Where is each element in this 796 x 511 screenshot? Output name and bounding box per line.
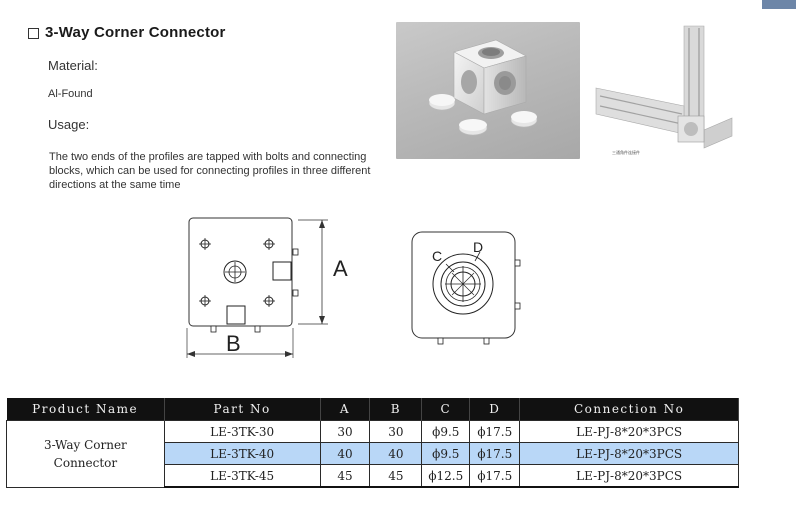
spec-table-container: Product Name Part No A B C D Connection …	[6, 398, 739, 488]
header-b: B	[369, 398, 423, 421]
product-name-cell: 3-Way Corner Connector	[6, 420, 165, 488]
frame-photo-caption: 三通角件连接件	[612, 150, 640, 155]
dimension-c-label: C	[432, 248, 443, 264]
c-cell: ϕ9.5	[421, 420, 471, 443]
header-part-no: Part No	[164, 398, 321, 421]
assembled-frame-photo: 三通角件连接件	[592, 22, 756, 159]
material-label: Material:	[48, 58, 98, 73]
page-title: 3-Way Corner Connector	[45, 24, 226, 41]
table-header-row: Product Name Part No A B C D Connection …	[6, 398, 739, 421]
c-cell: ϕ12.5	[421, 464, 471, 488]
header-d: D	[469, 398, 521, 421]
front-view-drawing: A B	[180, 214, 350, 359]
connection-cell: LE-PJ-8*20*3PCS	[519, 420, 739, 443]
header-a: A	[320, 398, 371, 421]
connection-cell: LE-PJ-8*20*3PCS	[519, 442, 739, 465]
b-cell: 30	[369, 420, 423, 443]
table-row: LE-3TK-45 45 45 ϕ12.5 ϕ17.5 LE-PJ-8*20*3…	[7, 464, 739, 488]
cube-connector-photo	[396, 22, 580, 159]
b-cell: 45	[369, 464, 423, 488]
d-cell: ϕ17.5	[469, 464, 521, 488]
assembled-frame-image	[595, 25, 733, 149]
usage-label: Usage:	[48, 117, 90, 132]
usage-description: The two ends of the profiles are tapped …	[49, 151, 371, 191]
spec-table: Product Name Part No A B C D Connection …	[6, 398, 739, 488]
header-connection-no: Connection No	[519, 398, 739, 421]
d-cell: ϕ17.5	[469, 442, 521, 465]
title-checkbox[interactable]	[28, 28, 39, 39]
d-cell: ϕ17.5	[469, 420, 521, 443]
product-name-line2: Connector	[53, 455, 118, 470]
product-name-line1: 3-Way Corner	[44, 437, 127, 452]
a-cell: 45	[319, 464, 371, 488]
header-product-name: Product Name	[6, 398, 165, 421]
part-no-cell: LE-3TK-40	[163, 442, 321, 465]
cube-connector-image	[428, 39, 538, 136]
part-no-cell: LE-3TK-30	[163, 420, 321, 443]
c-cell: ϕ9.5	[421, 442, 471, 465]
header-c: C	[421, 398, 471, 421]
side-view-drawing: C D	[404, 228, 534, 348]
a-cell: 40	[319, 442, 371, 465]
table-row-highlighted: LE-3TK-40 40 40 ϕ9.5 ϕ17.5 LE-PJ-8*20*3P…	[7, 442, 739, 465]
corner-tab	[762, 0, 796, 9]
a-cell: 30	[319, 420, 371, 443]
dimension-a-label: A	[333, 256, 348, 281]
part-no-cell: LE-3TK-45	[163, 464, 321, 488]
b-cell: 40	[369, 442, 423, 465]
dimension-d-label: D	[473, 239, 484, 255]
connection-cell: LE-PJ-8*20*3PCS	[519, 464, 739, 488]
material-value: Al-Found	[48, 88, 93, 100]
dimension-b-label: B	[226, 331, 241, 356]
table-row: 3-Way Corner Connector LE-3TK-30 30 30 ϕ…	[6, 420, 739, 488]
